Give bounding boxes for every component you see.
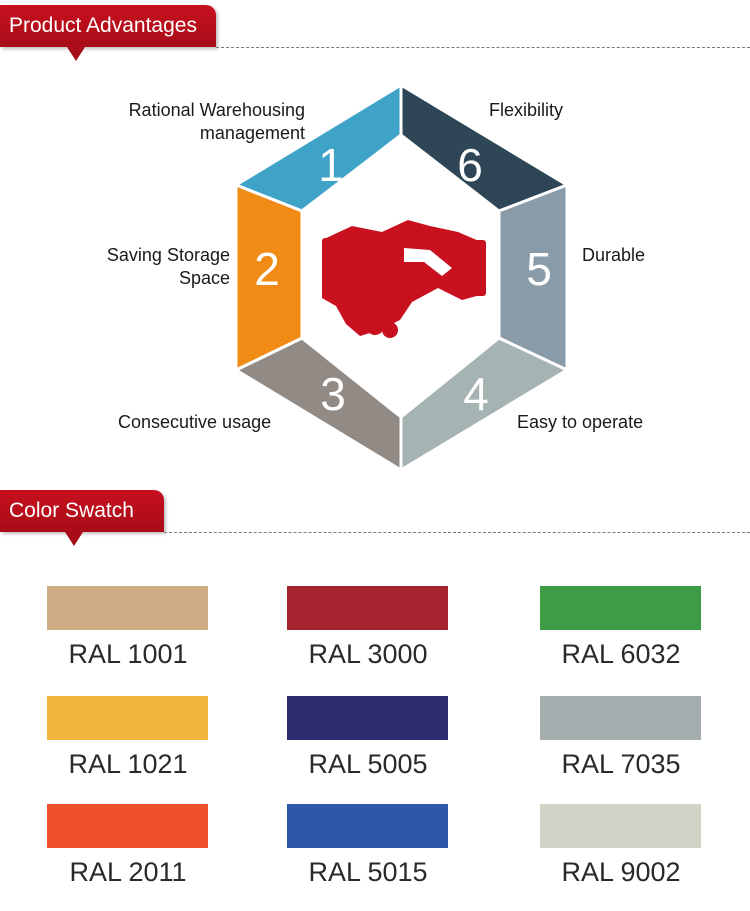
swatch-code: RAL 1001 [68, 639, 188, 669]
swatch-code: RAL 1021 [68, 749, 188, 779]
swatch-chip [47, 696, 208, 740]
product-advantages-title: Product Advantages [0, 5, 216, 47]
swatch-chip [47, 804, 208, 848]
swatch-ral-9002: RAL 9002 [540, 804, 702, 888]
swatch-code: RAL 3000 [308, 639, 428, 669]
header-divider [216, 47, 750, 48]
swatch-ral-5015: RAL 5015 [287, 804, 449, 888]
product-advantages-header: Product Advantages [0, 5, 750, 65]
swatch-chip [540, 586, 701, 630]
header-pointer [65, 532, 83, 546]
swatch-ral-1001: RAL 1001 [47, 586, 209, 670]
advantage-label-4: Easy to operate [517, 412, 644, 432]
header-pointer [67, 47, 85, 61]
segment-number-2: 2 [254, 243, 280, 295]
swatch-code: RAL 2011 [69, 857, 187, 887]
segment-number-1: 1 [318, 139, 344, 191]
color-swatch-title: Color Swatch [0, 490, 164, 532]
swatch-ral-3000: RAL 3000 [287, 586, 449, 670]
swatch-chip [287, 586, 448, 630]
swatch-chip [540, 696, 701, 740]
hexagon-chart: 1 2 3 4 5 6 [232, 82, 571, 473]
advantage-label-6: Flexibility [489, 100, 564, 120]
advantage-label-3: Consecutive usage [118, 412, 272, 432]
swatch-ral-5005: RAL 5005 [287, 696, 449, 780]
swatch-code: RAL 5015 [308, 857, 428, 887]
segment-2 [234, 182, 304, 373]
advantages-diagram: 1 2 3 4 5 6 Rational Warehousing managem… [0, 80, 750, 480]
advantage-label-2: Saving Storage Space [60, 244, 230, 290]
advantage-label-1-line2: management [199, 123, 305, 143]
swatch-ral-6032: RAL 6032 [540, 586, 702, 670]
swatch-ral-1021: RAL 1021 [47, 696, 209, 780]
segment-number-6: 6 [457, 139, 483, 191]
advantage-label-2-line2: Space [178, 268, 230, 288]
advantage-label-2-line1: Saving Storage [106, 245, 230, 265]
swatch-chip [287, 804, 448, 848]
swatch-code: RAL 9002 [561, 857, 681, 887]
advantage-label-1: Rational Warehousing management [80, 99, 305, 145]
swatch-ral-7035: RAL 7035 [540, 696, 702, 780]
segment-number-4: 4 [463, 368, 489, 420]
swatch-code: RAL 5005 [308, 749, 428, 779]
advantage-label-5: Durable [582, 245, 646, 265]
swatch-ral-2011: RAL 2011 [47, 804, 209, 888]
segment-number-5: 5 [526, 243, 552, 295]
header-divider [164, 532, 750, 533]
swatch-chip [287, 696, 448, 740]
swatch-chip [47, 586, 208, 630]
advantage-label-1-line1: Rational Warehousing [128, 100, 305, 120]
segment-number-3: 3 [320, 368, 346, 420]
swatch-code: RAL 7035 [561, 749, 681, 779]
swatch-chip [540, 804, 701, 848]
handshake-icon [322, 220, 486, 338]
swatch-code: RAL 6032 [561, 639, 681, 669]
color-swatch-header: Color Swatch [0, 490, 750, 550]
